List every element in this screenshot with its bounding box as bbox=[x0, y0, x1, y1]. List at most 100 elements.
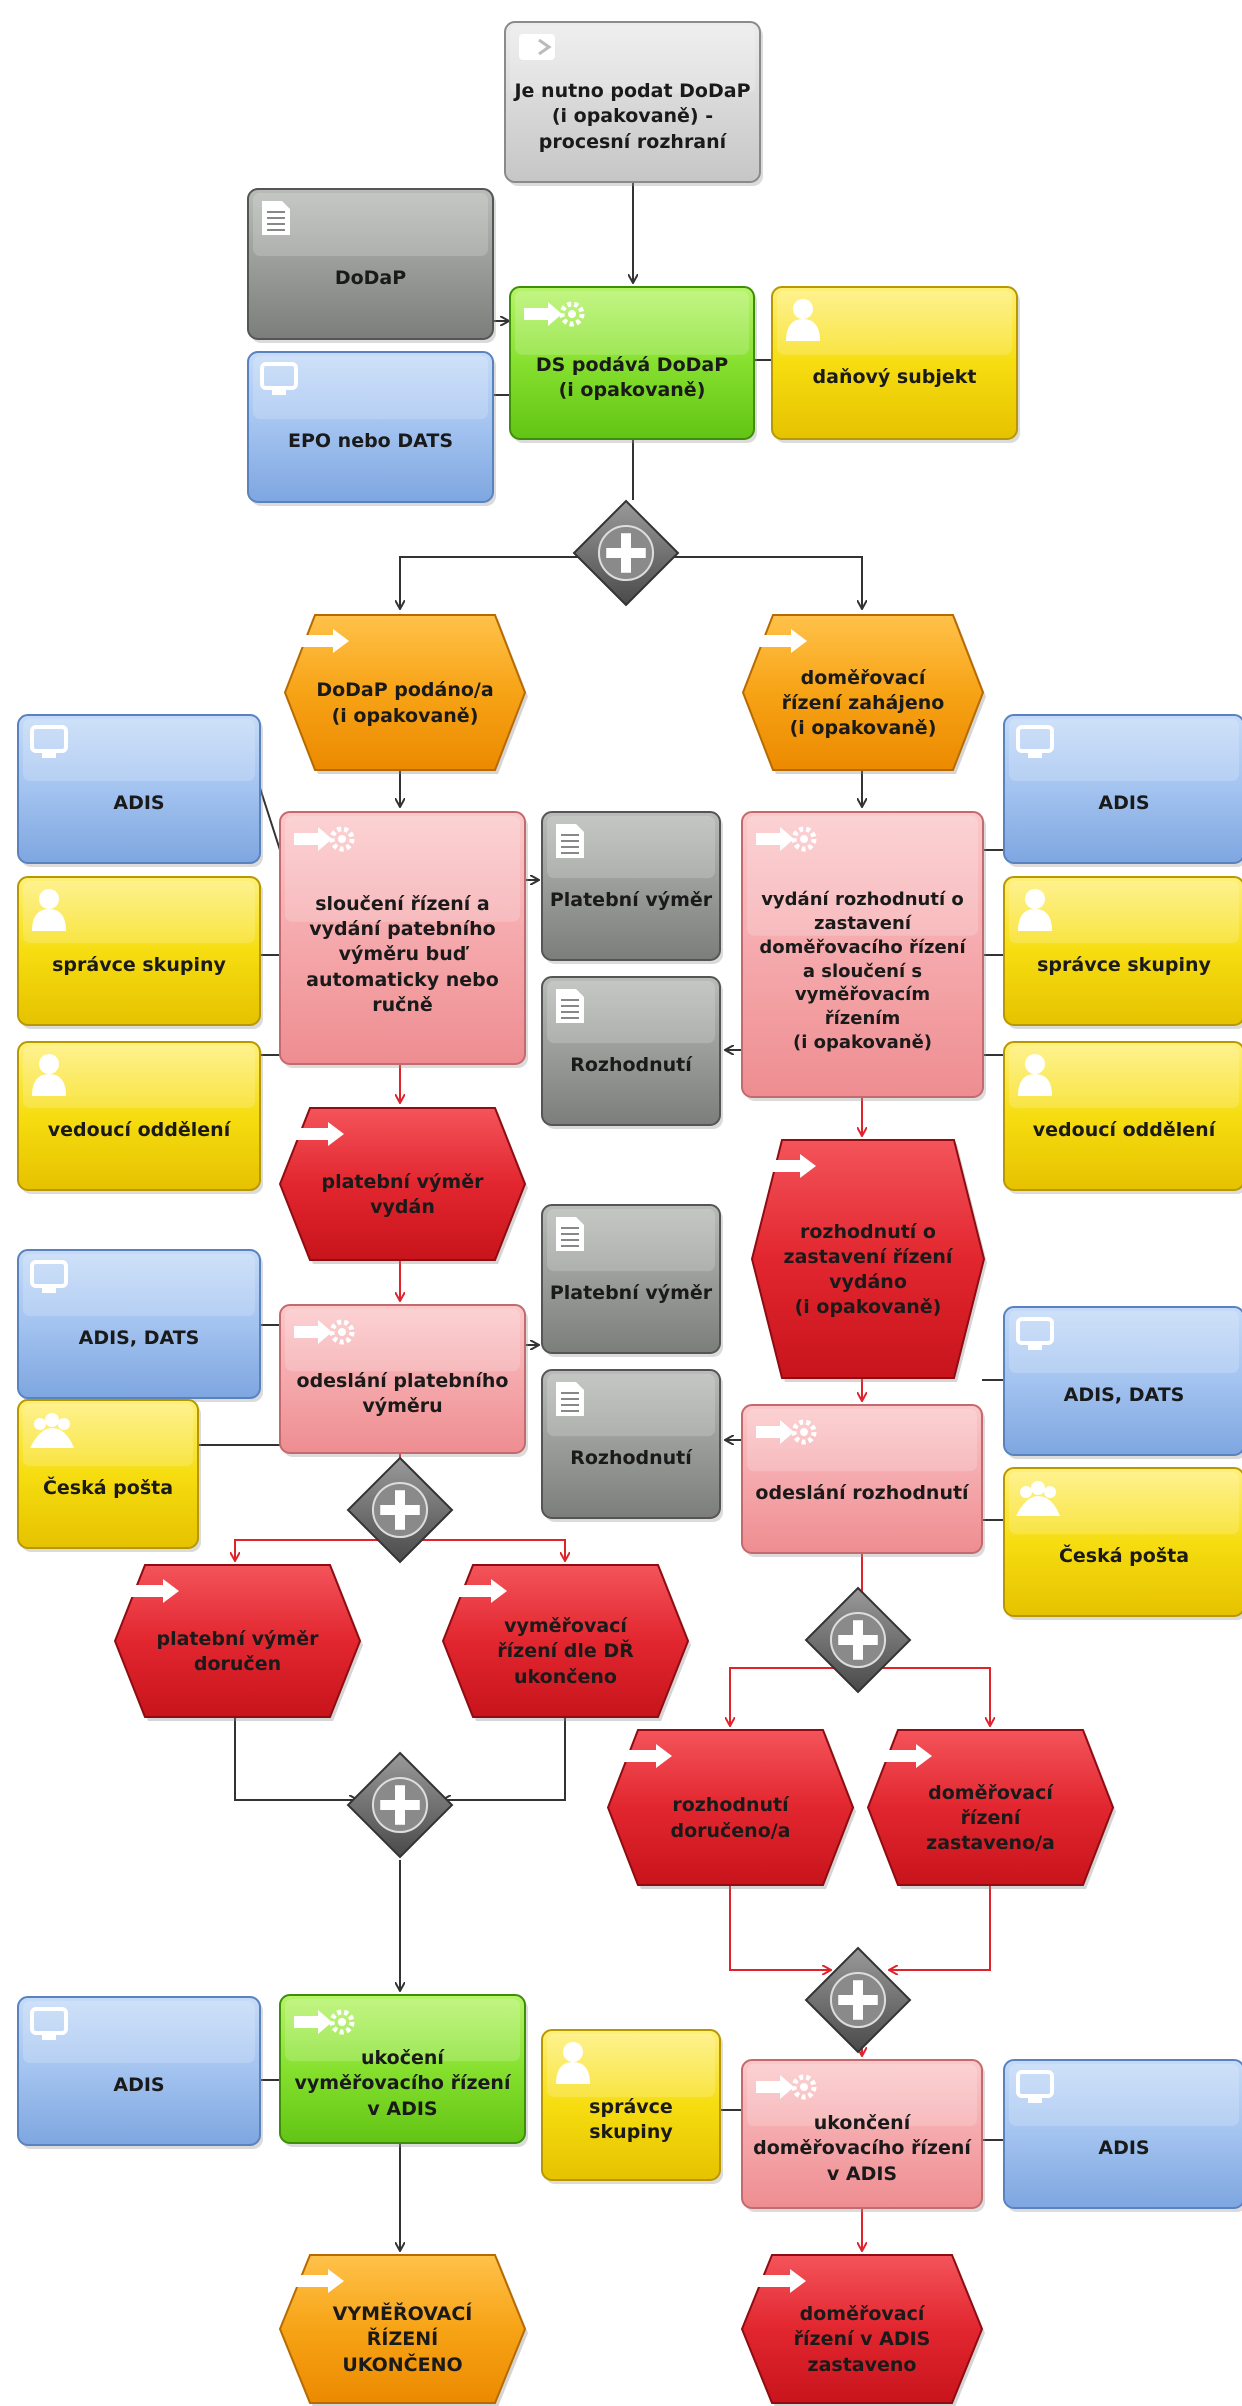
node-function-pink[interactable] bbox=[741, 811, 986, 1101]
node-function-pink[interactable] bbox=[279, 1304, 528, 1457]
node-label: ADIS, DATS bbox=[1063, 1384, 1185, 1407]
flow-connector bbox=[400, 1539, 565, 1560]
node-event-red[interactable] bbox=[750, 1139, 987, 1382]
and-gateway[interactable] bbox=[804, 1586, 912, 1694]
node-person[interactable] bbox=[17, 876, 263, 1029]
node-label: Rozhodnutí bbox=[570, 1447, 692, 1470]
person-icon bbox=[556, 2042, 590, 2084]
node-group[interactable] bbox=[1003, 1467, 1242, 1620]
node-system[interactable] bbox=[17, 714, 263, 867]
and-gateway[interactable] bbox=[572, 499, 680, 607]
event-arrow-icon bbox=[294, 1122, 344, 1146]
document-icon bbox=[556, 989, 584, 1023]
node-event-orange[interactable] bbox=[278, 2254, 528, 2406]
node-document[interactable] bbox=[247, 188, 496, 343]
process-interface-icon bbox=[519, 34, 555, 60]
node-label: vedoucí oddělení bbox=[1032, 1119, 1216, 1142]
node-label: DoDaP bbox=[334, 267, 407, 290]
node-interface[interactable] bbox=[504, 21, 763, 186]
node-label: Platební výměr bbox=[549, 1282, 713, 1305]
function-gear-icon bbox=[524, 301, 585, 327]
node-event-red[interactable] bbox=[441, 1564, 691, 1721]
function-gear-icon bbox=[756, 826, 817, 852]
node-system[interactable] bbox=[1003, 1306, 1242, 1459]
and-gateway[interactable] bbox=[346, 1751, 454, 1859]
document-icon bbox=[556, 824, 584, 858]
node-label: doměřovací řízení v ADIS zastaveno bbox=[793, 2303, 931, 2376]
function-gear-icon bbox=[294, 826, 355, 852]
event-arrow-icon bbox=[129, 1579, 179, 1603]
function-gear-icon bbox=[756, 1419, 817, 1445]
node-label: odeslání platebního výměru bbox=[296, 1369, 509, 1417]
node-label: rozhodnutí doručeno/a bbox=[670, 1794, 791, 1842]
node-label: správce skupiny bbox=[52, 954, 226, 977]
and-gateway[interactable] bbox=[346, 1456, 454, 1564]
node-label: Platební výměr bbox=[549, 889, 713, 912]
node-label: Česká pošta bbox=[42, 1477, 174, 1500]
computer-icon bbox=[1016, 1317, 1054, 1350]
node-label: Rozhodnutí bbox=[570, 1054, 692, 1077]
node-person[interactable] bbox=[1003, 876, 1242, 1029]
computer-icon bbox=[260, 362, 298, 395]
node-event-red[interactable] bbox=[278, 1107, 528, 1264]
document-icon bbox=[262, 201, 290, 235]
node-person[interactable] bbox=[17, 1041, 263, 1194]
node-system[interactable] bbox=[1003, 2059, 1242, 2212]
flow-connector bbox=[443, 1717, 566, 1800]
computer-icon bbox=[30, 725, 68, 758]
node-person[interactable] bbox=[1003, 1041, 1242, 1194]
node-label: sloučení řízení a vydání patebního výměr… bbox=[306, 893, 499, 1016]
node-system[interactable] bbox=[247, 351, 496, 506]
node-label: vydání rozhodnutí o zastavení doměřovací… bbox=[759, 889, 966, 1053]
computer-icon bbox=[30, 1260, 68, 1293]
node-document[interactable] bbox=[541, 1369, 723, 1522]
node-person[interactable] bbox=[771, 286, 1020, 443]
flow-connector bbox=[729, 1885, 830, 1970]
node-event-red[interactable] bbox=[113, 1564, 363, 1721]
node-event-red[interactable] bbox=[866, 1729, 1116, 1889]
person-icon bbox=[786, 299, 820, 341]
person-icon bbox=[32, 1054, 66, 1096]
node-label: ADIS, DATS bbox=[78, 1327, 200, 1350]
node-event-orange[interactable] bbox=[283, 614, 528, 774]
flow-connector bbox=[633, 556, 862, 608]
flow-connector bbox=[234, 1717, 357, 1800]
node-label: daňový subjekt bbox=[812, 366, 977, 389]
event-arrow-icon bbox=[757, 629, 807, 653]
computer-icon bbox=[30, 2007, 68, 2040]
event-arrow-icon bbox=[294, 2269, 344, 2293]
node-system[interactable] bbox=[1003, 714, 1242, 867]
node-label: doměřovací řízení zastaveno/a bbox=[926, 1781, 1055, 1855]
node-system[interactable] bbox=[17, 1996, 263, 2149]
node-document[interactable] bbox=[541, 976, 723, 1129]
function-gear-icon bbox=[756, 2074, 817, 2100]
node-label: platební výměr vydán bbox=[321, 1170, 484, 1218]
event-arrow-icon bbox=[882, 1744, 932, 1768]
node-function-pink[interactable] bbox=[279, 811, 528, 1068]
node-document[interactable] bbox=[541, 811, 723, 964]
node-label: odeslání rozhodnutí bbox=[755, 1482, 969, 1505]
document-icon bbox=[556, 1217, 584, 1251]
function-gear-icon bbox=[294, 2009, 355, 2035]
function-gear-icon bbox=[294, 1319, 355, 1345]
node-system[interactable] bbox=[17, 1249, 263, 1402]
node-label: DoDaP podáno/a (i opakovaně) bbox=[316, 679, 494, 727]
node-event-orange[interactable] bbox=[741, 614, 986, 774]
node-label: ADIS bbox=[113, 2074, 165, 2097]
node-document[interactable] bbox=[541, 1204, 723, 1357]
and-gateway[interactable] bbox=[804, 1946, 912, 2054]
group-icon bbox=[1016, 1481, 1060, 1516]
node-event-red[interactable] bbox=[606, 1729, 856, 1889]
node-label: DS podává DoDaP (i opakovaně) bbox=[535, 353, 729, 401]
document-icon bbox=[556, 1382, 584, 1416]
event-arrow-icon bbox=[299, 629, 349, 653]
flow-connector bbox=[235, 1539, 400, 1560]
node-group[interactable] bbox=[17, 1399, 201, 1552]
node-person[interactable] bbox=[541, 2029, 723, 2184]
person-icon bbox=[1018, 1054, 1052, 1096]
flow-connector bbox=[890, 1885, 991, 1970]
person-icon bbox=[1018, 889, 1052, 931]
flow-connector bbox=[400, 556, 633, 608]
node-event-red[interactable] bbox=[740, 2254, 985, 2406]
